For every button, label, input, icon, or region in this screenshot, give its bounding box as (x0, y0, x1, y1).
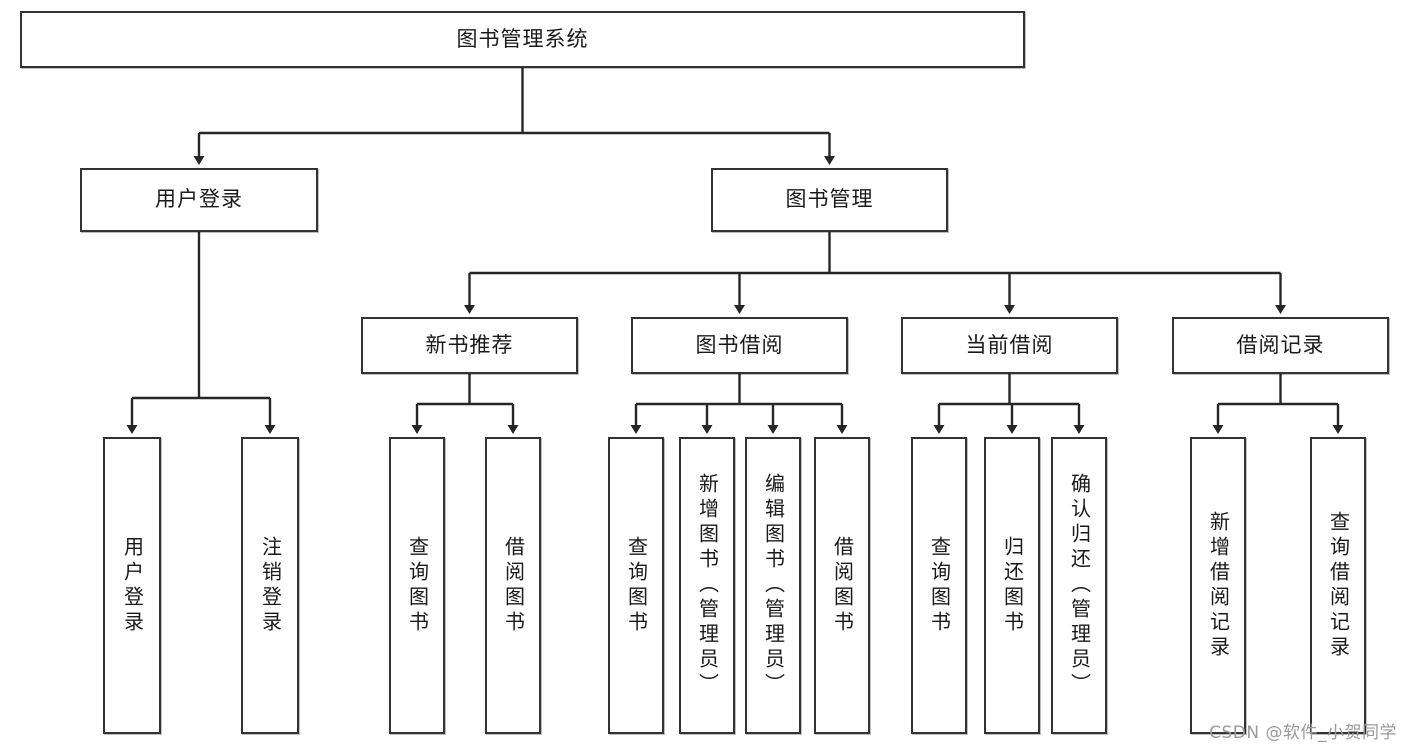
node-leaf-query-book-3[interactable]: 查询图书 (911, 437, 967, 734)
node-label: 借阅图书 (830, 535, 855, 636)
watermark-label: CSDN @软件_小贺同学 (1209, 723, 1397, 743)
node-leaf-add-book[interactable]: 新增图书（管理员） (679, 437, 735, 734)
node-label: 编辑图书（管理员） (761, 473, 786, 698)
node-label: 用户登录 (155, 187, 243, 212)
node-label: 查询图书 (927, 535, 952, 636)
node-leaf-return-book[interactable]: 归还图书 (984, 437, 1040, 734)
node-leaf-edit-book[interactable]: 编辑图书（管理员） (745, 437, 801, 734)
node-label: 用户登录 (120, 535, 145, 636)
node-leaf-borrow-book-2[interactable]: 借阅图书 (814, 437, 870, 734)
node-label: 图书管理系统 (456, 26, 589, 51)
node-label: 查询图书 (624, 535, 649, 636)
node-label: 图书借阅 (695, 332, 784, 357)
node-label: 借阅图书 (501, 535, 526, 636)
node-label: 确认归还（管理员） (1067, 473, 1092, 698)
node-label: 当前借阅 (965, 332, 1054, 357)
node-label: 图书管理 (785, 187, 874, 212)
node-user-login[interactable]: 用户登录 (80, 168, 318, 232)
node-borrow-record[interactable]: 借阅记录 (1172, 317, 1389, 374)
node-root[interactable]: 图书管理系统 (20, 11, 1025, 68)
node-leaf-query-book-2[interactable]: 查询图书 (608, 437, 664, 734)
node-leaf-query-record[interactable]: 查询借阅记录 (1310, 437, 1366, 734)
node-leaf-confirm-return[interactable]: 确认归还（管理员） (1051, 437, 1107, 734)
node-label: 注销登录 (258, 535, 283, 636)
node-current-borrow[interactable]: 当前借阅 (901, 317, 1118, 374)
node-leaf-query-book-1[interactable]: 查询图书 (389, 437, 445, 734)
node-book-manage[interactable]: 图书管理 (711, 168, 948, 232)
node-label: 归还图书 (1000, 535, 1025, 636)
node-leaf-add-record[interactable]: 新增借阅记录 (1190, 437, 1246, 734)
node-leaf-user-login[interactable]: 用户登录 (103, 437, 161, 734)
node-book-borrow[interactable]: 图书借阅 (631, 317, 848, 374)
node-label: 新书推荐 (425, 332, 514, 357)
node-label: 新增图书（管理员） (695, 473, 720, 698)
node-label: 借阅记录 (1236, 332, 1325, 357)
node-label: 查询借阅记录 (1326, 510, 1351, 661)
node-label: 查询图书 (405, 535, 430, 636)
node-label: 新增借阅记录 (1206, 510, 1231, 661)
node-new-book-rec[interactable]: 新书推荐 (361, 317, 578, 374)
node-leaf-user-logout[interactable]: 注销登录 (241, 437, 299, 734)
node-leaf-borrow-book-1[interactable]: 借阅图书 (485, 437, 541, 734)
